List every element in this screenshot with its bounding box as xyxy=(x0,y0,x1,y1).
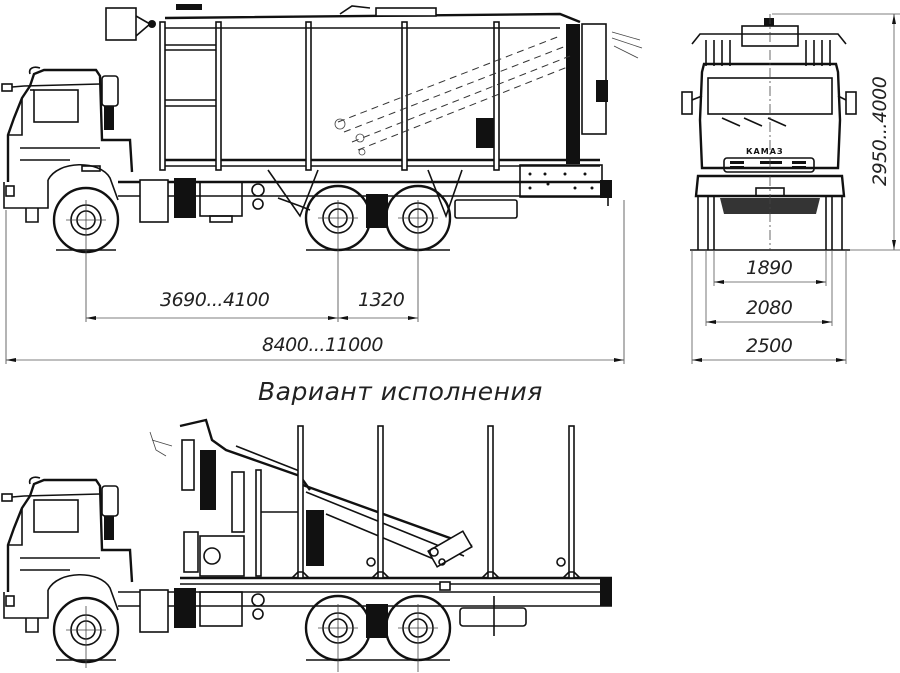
wheels-variant xyxy=(52,594,452,672)
crane-boom xyxy=(105,4,643,164)
chassis-variant xyxy=(118,576,612,636)
dim-overall-height: 2950...4000 xyxy=(869,76,891,186)
dim-bogie-spacing: 1320 xyxy=(358,289,405,311)
cab xyxy=(1,66,134,223)
dimension-lines-front xyxy=(691,13,900,364)
kamaz-logo: КАМАЗ xyxy=(746,147,784,156)
side-view-variant xyxy=(1,418,612,672)
dim-track-width: 1890 xyxy=(746,257,793,279)
dimension-lines-side xyxy=(6,316,624,362)
crane-variant xyxy=(149,418,473,577)
dim-overall-length: 8400...11000 xyxy=(262,334,383,356)
front-view: КАМАЗ xyxy=(681,14,857,251)
boom-stowed-ghost xyxy=(334,35,571,156)
dim-front-axle-to-bogie: 3690...4100 xyxy=(160,289,270,311)
variant-caption: Вариант исполнения xyxy=(258,377,543,406)
side-view-main xyxy=(1,4,643,364)
chassis xyxy=(118,164,612,223)
log-bunks xyxy=(159,21,600,171)
dim-axle-width: 2080 xyxy=(746,297,793,319)
log-stakes-variant xyxy=(291,425,581,579)
cab-variant xyxy=(1,476,134,633)
axle-center-lines xyxy=(5,200,625,364)
dim-overall-width: 2500 xyxy=(746,335,793,357)
